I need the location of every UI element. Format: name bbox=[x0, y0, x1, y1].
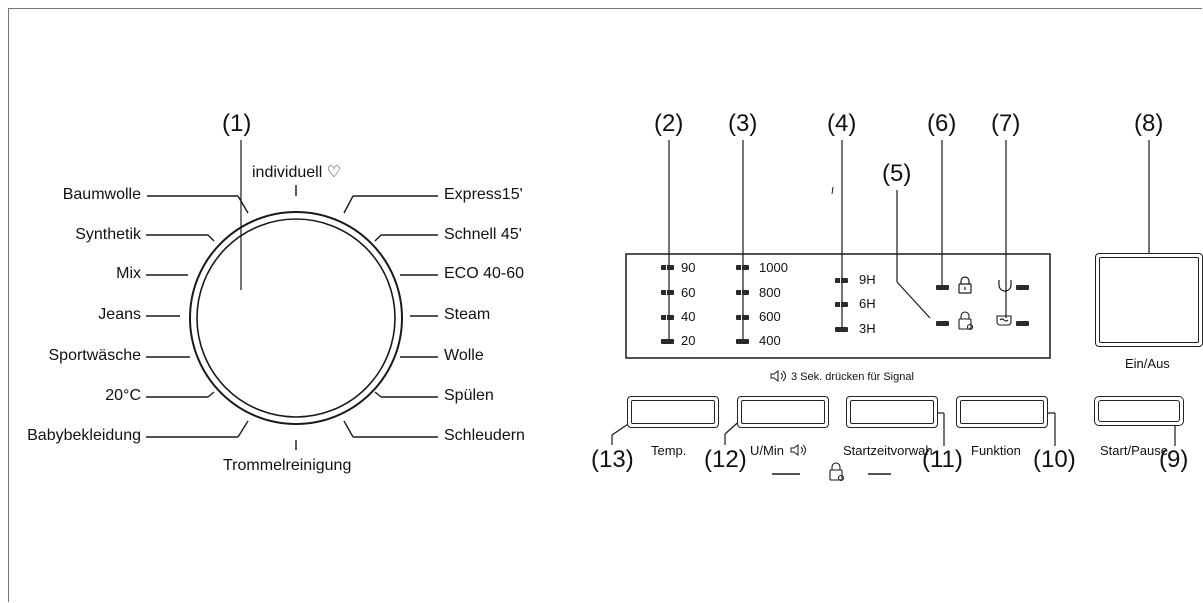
led-speed-600 bbox=[736, 315, 749, 320]
callout-10: (10) bbox=[1033, 446, 1076, 473]
stray-mark bbox=[831, 186, 834, 195]
speed-label-400: 400 bbox=[759, 333, 781, 348]
program-left-2[interactable]: Synthetik bbox=[75, 226, 141, 243]
diagram-frame bbox=[8, 8, 1202, 602]
callout-13: (13) bbox=[591, 446, 634, 473]
start-pause-label: Start/Pause bbox=[1100, 443, 1168, 458]
led-delay-3h bbox=[835, 327, 848, 332]
program-right-1[interactable]: Express15' bbox=[444, 186, 523, 203]
program-left-3[interactable]: Mix bbox=[116, 265, 141, 282]
speed-label-600: 600 bbox=[759, 309, 781, 324]
callout-6: (6) bbox=[927, 110, 957, 137]
function-button-label: Funktion bbox=[971, 443, 1021, 458]
temp-label-90: 90 bbox=[681, 260, 696, 275]
program-dial-inner-ring bbox=[196, 218, 396, 418]
temp-button-label: Temp. bbox=[651, 443, 687, 458]
led-delay-6h bbox=[835, 302, 848, 307]
led-temp-40 bbox=[661, 315, 674, 320]
left-program-leaders bbox=[146, 195, 249, 438]
temp-button[interactable] bbox=[627, 396, 719, 428]
callout-leaders bbox=[611, 140, 1176, 446]
program-left-5[interactable]: Sportwäsche bbox=[48, 347, 142, 364]
callout-8: (8) bbox=[1134, 110, 1164, 137]
program-dial-outer-ring bbox=[189, 211, 403, 425]
led-speed-800 bbox=[736, 290, 749, 295]
padlock-icon bbox=[958, 276, 972, 294]
water-tap-icon bbox=[998, 280, 1012, 292]
speed-button-label: U/Min bbox=[750, 443, 784, 458]
program-right-3[interactable]: ECO 40-60 bbox=[444, 265, 525, 282]
display-panel bbox=[625, 253, 1051, 359]
speed-mute-icon bbox=[790, 444, 806, 456]
led-drain bbox=[1016, 321, 1029, 326]
led-speed-1000 bbox=[736, 265, 749, 270]
signal-hint: 3 Sek. drücken für Signal bbox=[791, 371, 914, 383]
callout-11: (11) bbox=[922, 446, 963, 473]
led-delay-9h bbox=[835, 278, 848, 283]
callout-5: (5) bbox=[882, 160, 912, 187]
program-right-7[interactable]: Schleudern bbox=[444, 427, 525, 444]
temp-label-40: 40 bbox=[681, 309, 696, 324]
speed-label-1000: 1000 bbox=[759, 260, 788, 275]
program-right-5[interactable]: Wolle bbox=[444, 347, 484, 364]
program-trommelreinigung[interactable]: Trommelreinigung bbox=[223, 457, 352, 474]
led-temp-20 bbox=[661, 339, 674, 344]
temp-label-20: 20 bbox=[681, 333, 696, 348]
callout-4: (4) bbox=[827, 110, 857, 137]
delay-label-9h: 9H bbox=[859, 272, 876, 287]
speed-button[interactable] bbox=[737, 396, 829, 428]
callout-3: (3) bbox=[728, 110, 758, 137]
temp-label-60: 60 bbox=[681, 285, 696, 300]
program-left-7[interactable]: Babybekleidung bbox=[27, 427, 141, 444]
function-button[interactable] bbox=[956, 396, 1048, 428]
program-right-2[interactable]: Schnell 45' bbox=[444, 226, 522, 243]
callout-2: (2) bbox=[654, 110, 684, 137]
callout-12: (12) bbox=[704, 446, 747, 473]
start-pause-button[interactable] bbox=[1094, 396, 1184, 426]
led-water-supply bbox=[1016, 285, 1029, 290]
mute-speaker-icon bbox=[770, 370, 786, 382]
led-child-lock bbox=[936, 321, 949, 326]
program-right-6[interactable]: Spülen bbox=[444, 387, 494, 404]
delay-label-3h: 3H bbox=[859, 321, 876, 336]
led-speed-400 bbox=[736, 339, 749, 344]
led-temp-90 bbox=[661, 265, 674, 270]
delay-label-6h: 6H bbox=[859, 296, 876, 311]
power-button-label: Ein/Aus bbox=[1125, 356, 1170, 371]
child-lock-icon bbox=[958, 311, 974, 331]
led-door-lock bbox=[936, 285, 949, 290]
power-button[interactable] bbox=[1095, 253, 1203, 347]
program-left-6[interactable]: 20°C bbox=[105, 387, 141, 404]
water-tub-icon bbox=[996, 315, 1012, 326]
led-temp-60 bbox=[661, 290, 674, 295]
delay-button-label: Startzeitvorwah bbox=[843, 443, 933, 458]
right-program-leaders bbox=[343, 195, 438, 438]
program-left-4[interactable]: Jeans bbox=[98, 306, 141, 323]
program-individuell[interactable]: individuell ♡ bbox=[252, 164, 342, 181]
program-left-1[interactable]: Baumwolle bbox=[62, 186, 141, 203]
callout-9: (9) bbox=[1159, 446, 1189, 473]
program-right-4[interactable]: Steam bbox=[444, 306, 491, 323]
delay-start-button[interactable] bbox=[846, 396, 938, 428]
speed-label-800: 800 bbox=[759, 285, 781, 300]
callout-1: (1) bbox=[222, 110, 252, 137]
child-lock-combo-icon bbox=[829, 462, 845, 482]
callout-7: (7) bbox=[991, 110, 1021, 137]
